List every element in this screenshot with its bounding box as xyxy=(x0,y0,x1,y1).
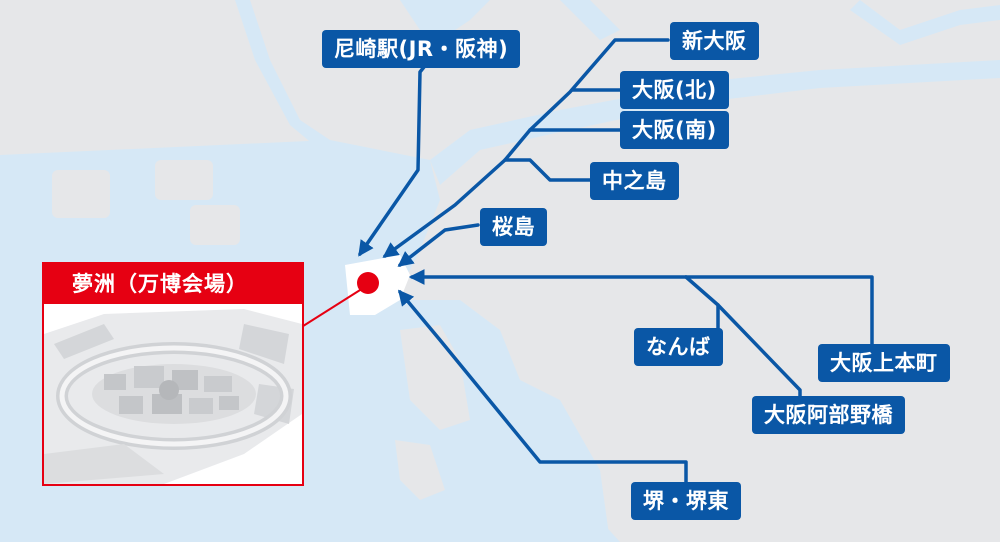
route-line-sakai xyxy=(397,289,688,484)
station-label-osaka-abenobashi: 大阪阿部野橋 xyxy=(752,396,905,434)
destination-title: 夢洲（万博会場） xyxy=(44,264,302,304)
station-label-sakai: 堺・堺東 xyxy=(631,482,741,520)
station-label-sakurajima: 桜島 xyxy=(480,208,547,246)
station-label-shin-osaka: 新大阪 xyxy=(670,22,759,60)
route-line-abenobashi xyxy=(716,303,802,398)
station-label-amagasaki: 尼崎駅(JR・阪神) xyxy=(322,30,521,68)
destination-connector-line xyxy=(299,284,369,329)
route-line-nakanoshima xyxy=(503,158,592,182)
route-line-east-trunk xyxy=(408,269,874,346)
station-label-osaka-uehonmachi: 大阪上本町 xyxy=(818,344,950,382)
expo-site-illustration xyxy=(44,304,302,484)
destination-card: 夢洲（万博会場） xyxy=(42,262,304,486)
route-line-namba xyxy=(684,275,720,334)
station-label-osaka-kita: 大阪(北) xyxy=(620,71,729,109)
route-line-sakurajima xyxy=(397,223,480,267)
station-label-nakanoshima: 中之島 xyxy=(590,162,679,200)
station-label-osaka-minami: 大阪(南) xyxy=(620,111,729,149)
land-blocks xyxy=(52,160,470,500)
station-label-namba: なんば xyxy=(634,328,723,366)
destination-dot xyxy=(357,272,379,294)
